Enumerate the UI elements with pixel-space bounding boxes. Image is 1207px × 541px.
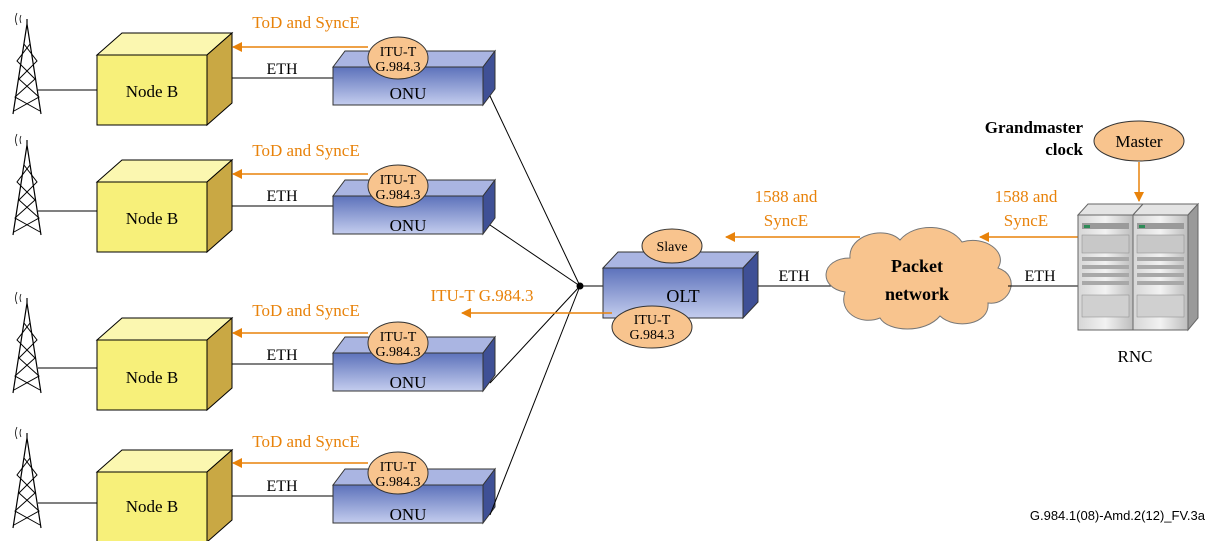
node-b-box xyxy=(96,317,233,411)
slave-label: Slave xyxy=(656,240,687,255)
olt-itu-line1: ITU-T xyxy=(634,313,671,328)
rnc-label: RNC xyxy=(1118,347,1153,366)
itu-ellipse xyxy=(367,164,429,208)
node-b-label: Node B xyxy=(126,209,178,228)
itu-label-line1: ITU-T xyxy=(380,45,417,60)
figure-id: G.984.1(08)-Amd.2(12)_FV.3a xyxy=(1030,508,1206,523)
itu-full-label: ITU-T G.984.3 xyxy=(430,286,533,305)
grandmaster-line2: clock xyxy=(1045,140,1083,159)
row-3: Node B ETH ONU ITU-T G.984.3 ToD and Syn… xyxy=(12,291,496,411)
eth-label: ETH xyxy=(778,268,810,285)
itu-ellipse xyxy=(367,451,429,495)
itu-label-line2: G.984.3 xyxy=(375,188,420,203)
olt-itu-ellipse xyxy=(611,305,693,349)
eth-label: ETH xyxy=(1024,268,1056,285)
node-b-label: Node B xyxy=(126,497,178,516)
itu-label-line1: ITU-T xyxy=(380,460,417,475)
itu-label-line1: ITU-T xyxy=(380,173,417,188)
fiber-lines xyxy=(489,95,605,516)
olt-itu-line2: G.984.3 xyxy=(629,328,674,343)
itu-label-line2: G.984.3 xyxy=(375,60,420,75)
tod-synce-label: ToD and SyncE xyxy=(252,141,359,160)
packet-network-line2: network xyxy=(885,284,949,304)
tod-synce-label: ToD and SyncE xyxy=(252,13,359,32)
sync-label-olt-line2: SyncE xyxy=(764,211,808,230)
eth-label: ETH xyxy=(266,478,298,495)
onu-label: ONU xyxy=(390,84,427,103)
tod-synce-label: ToD and SyncE xyxy=(252,432,359,451)
onu-label: ONU xyxy=(390,216,427,235)
antenna-tower-icon xyxy=(12,12,42,115)
master-label: Master xyxy=(1115,132,1163,151)
eth-label: ETH xyxy=(266,61,298,78)
node-b-box xyxy=(96,32,233,126)
node-b-box xyxy=(96,449,233,541)
cloud-icon xyxy=(825,227,1012,330)
onu-label: ONU xyxy=(390,505,427,524)
node-b-label: Node B xyxy=(126,82,178,101)
node-b-box xyxy=(96,159,233,253)
sync-label-cloud-line2: SyncE xyxy=(1004,211,1048,230)
row-2: Node B ETH ONU ITU-T G.984.3 ToD and Syn… xyxy=(12,133,496,253)
splitter-node xyxy=(576,282,584,290)
sync-label-cloud-line1: 1588 and xyxy=(995,187,1058,206)
eth-label: ETH xyxy=(266,188,298,205)
tod-synce-label: ToD and SyncE xyxy=(252,301,359,320)
master-ellipse xyxy=(1093,120,1185,162)
row-1: Node B ETH ONU ITU-T G.984.3 ToD and Syn… xyxy=(12,12,496,126)
server-rack-icon xyxy=(1076,202,1200,332)
itu-ellipse xyxy=(367,36,429,80)
antenna-tower-icon xyxy=(12,133,42,236)
packet-network-line1: Packet xyxy=(891,256,943,276)
sync-label-olt-line1: 1588 and xyxy=(755,187,818,206)
grandmaster-line1: Grandmaster xyxy=(985,118,1084,137)
antenna-tower-icon xyxy=(12,426,42,529)
itu-label-line1: ITU-T xyxy=(380,330,417,345)
olt-label: OLT xyxy=(666,286,699,306)
slave-ellipse xyxy=(641,228,703,264)
row-4: Node B ETH ONU ITU-T G.984.3 ToD and Syn… xyxy=(12,426,496,541)
onu-label: ONU xyxy=(390,373,427,392)
node-b-label: Node B xyxy=(126,368,178,387)
itu-label-line2: G.984.3 xyxy=(375,475,420,490)
antenna-tower-icon xyxy=(12,291,42,394)
eth-label: ETH xyxy=(266,347,298,364)
itu-label-line2: G.984.3 xyxy=(375,345,420,360)
itu-ellipse xyxy=(367,321,429,365)
